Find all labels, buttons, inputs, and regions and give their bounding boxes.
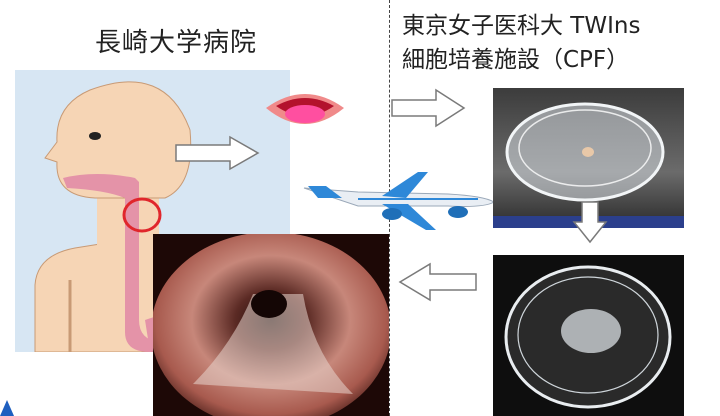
arrow-right-icon [174,135,260,171]
arrow-down-icon [572,200,608,244]
arrow-left-icon [398,262,478,302]
mouth-icon [262,84,348,136]
esophagus-endoscopy-photo [153,234,389,416]
airplane-icon [298,166,498,236]
twins-title: 東京女子医科大 TWIns [402,6,640,40]
nagasaki-hospital-title: 長崎大学病院 [95,22,257,59]
cpf-title: 細胞培養施設（CPF） [402,40,629,74]
arrow-right-icon [390,88,466,128]
corner-mark [0,400,14,416]
cell-sheet-photo [493,255,684,416]
